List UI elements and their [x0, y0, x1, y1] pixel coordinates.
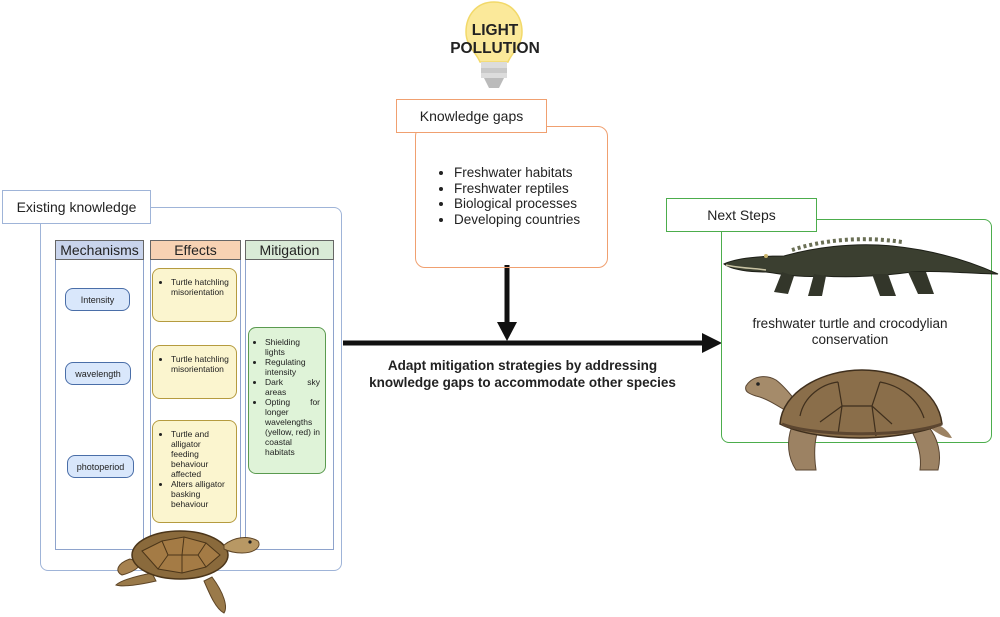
knowledge-gap-item: Biological processes — [454, 196, 580, 212]
effects-header: Effects — [150, 240, 241, 260]
existing-knowledge-label: Existing knowledge — [2, 190, 151, 224]
mechanism-intensity: Intensity — [65, 288, 130, 311]
mitigation-item: Dark sky areas — [265, 377, 320, 397]
knowledge-gap-item: Freshwater reptiles — [454, 181, 580, 197]
horizontal-arrowhead — [702, 333, 722, 353]
effect-box: Turtle and alligator feeding behaviour a… — [152, 420, 237, 523]
central-message: Adapt mitigation strategies by addressin… — [369, 358, 676, 390]
mechanisms-column — [55, 240, 144, 550]
knowledge-gaps-list: Freshwater habitats Freshwater reptiles … — [437, 165, 580, 227]
mitigation-item: Shielding lights — [265, 337, 320, 357]
knowledge-gap-item: Freshwater habitats — [454, 165, 580, 181]
effect-box: Turtle hatchling misorientation — [152, 345, 237, 399]
mitigation-header: Mitigation — [245, 240, 334, 260]
mitigation-box: Shielding lights Regulating intensity Da… — [248, 327, 326, 474]
light-pollution-title-line2: POLLUTION — [450, 40, 540, 57]
effect-item: Turtle hatchling misorientation — [171, 277, 230, 297]
next-steps-panel — [721, 219, 992, 443]
knowledge-gaps-label: Knowledge gaps — [396, 99, 547, 133]
next-steps-text: freshwater turtle and crocodylian conser… — [752, 316, 948, 347]
effect-item: Turtle and alligator feeding behaviour a… — [171, 429, 230, 479]
light-pollution-title-line1: LIGHT — [471, 22, 519, 39]
sea-turtle-icon — [115, 530, 260, 614]
mitigation-item: Regulating intensity — [265, 357, 320, 377]
alligator-icon — [723, 237, 999, 296]
effect-item: Alters alligator basking behaviour — [171, 479, 230, 509]
light-pollution-title: LIGHT POLLUTION — [442, 22, 548, 58]
effect-box: Turtle hatchling misorientation — [152, 268, 237, 322]
mechanism-photoperiod: photoperiod — [67, 455, 134, 478]
knowledge-gap-item: Developing countries — [454, 212, 580, 228]
tortoise-icon — [745, 369, 952, 471]
vertical-arrowhead — [497, 322, 517, 341]
mechanism-wavelength: wavelength — [65, 362, 131, 385]
mitigation-item: Opting for longer wavelengths (yellow, r… — [265, 397, 320, 457]
effect-item: Turtle hatchling misorientation — [171, 354, 230, 374]
next-steps-label: Next Steps — [666, 198, 817, 232]
light-bulb-icon — [465, 1, 523, 88]
mechanisms-header: Mechanisms — [55, 240, 144, 260]
